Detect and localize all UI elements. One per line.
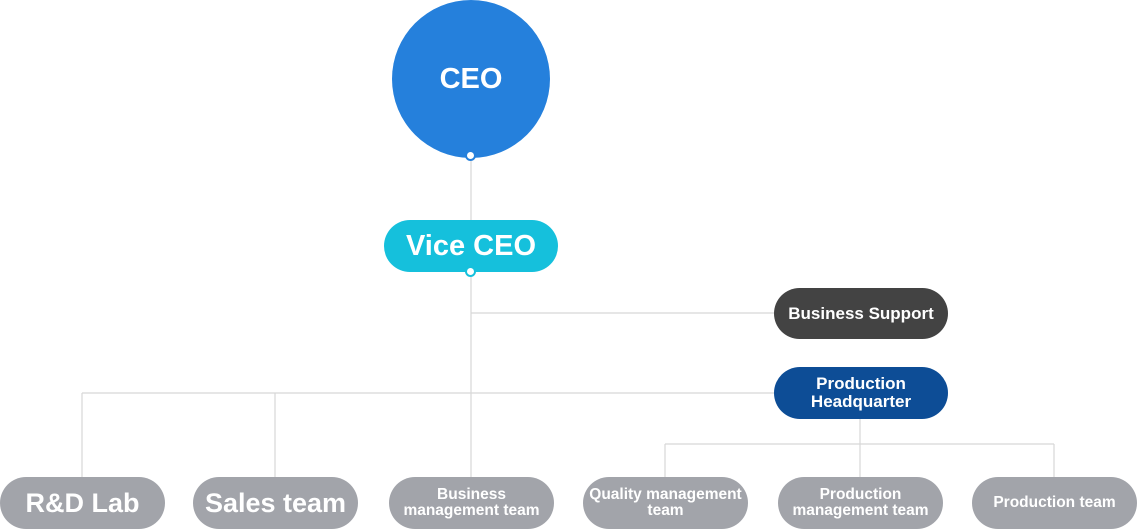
team-node-production-management: Production management team xyxy=(778,477,943,529)
business-support-label: Business Support xyxy=(788,303,934,323)
business-support-node: Business Support xyxy=(774,288,948,339)
team-label: R&D Lab xyxy=(25,487,140,518)
vice-ceo-node: Vice CEO xyxy=(384,220,558,272)
team-node-production: Production team xyxy=(972,477,1137,529)
team-label: Production management team xyxy=(792,485,929,519)
production-headquarter-label: Production Headquarter xyxy=(810,374,912,411)
vice-ceo-label: Vice CEO xyxy=(405,229,537,262)
team-label: Quality management team xyxy=(589,485,742,519)
team-label: Production team xyxy=(993,493,1116,511)
vice-ceo-connector-dot xyxy=(465,266,476,277)
team-node-quality-management: Quality management team xyxy=(583,477,748,529)
team-label: Sales team xyxy=(204,487,347,518)
team-label: Business management team xyxy=(403,485,540,519)
ceo-label: CEO xyxy=(439,62,503,95)
ceo-node: CEO xyxy=(392,0,550,158)
ceo-connector-dot xyxy=(465,150,476,161)
production-headquarter-node: Production Headquarter xyxy=(774,367,948,419)
team-node-business-management: Business management team xyxy=(389,477,554,529)
team-node-rnd-lab: R&D Lab xyxy=(0,477,165,529)
team-node-sales: Sales team xyxy=(193,477,358,529)
